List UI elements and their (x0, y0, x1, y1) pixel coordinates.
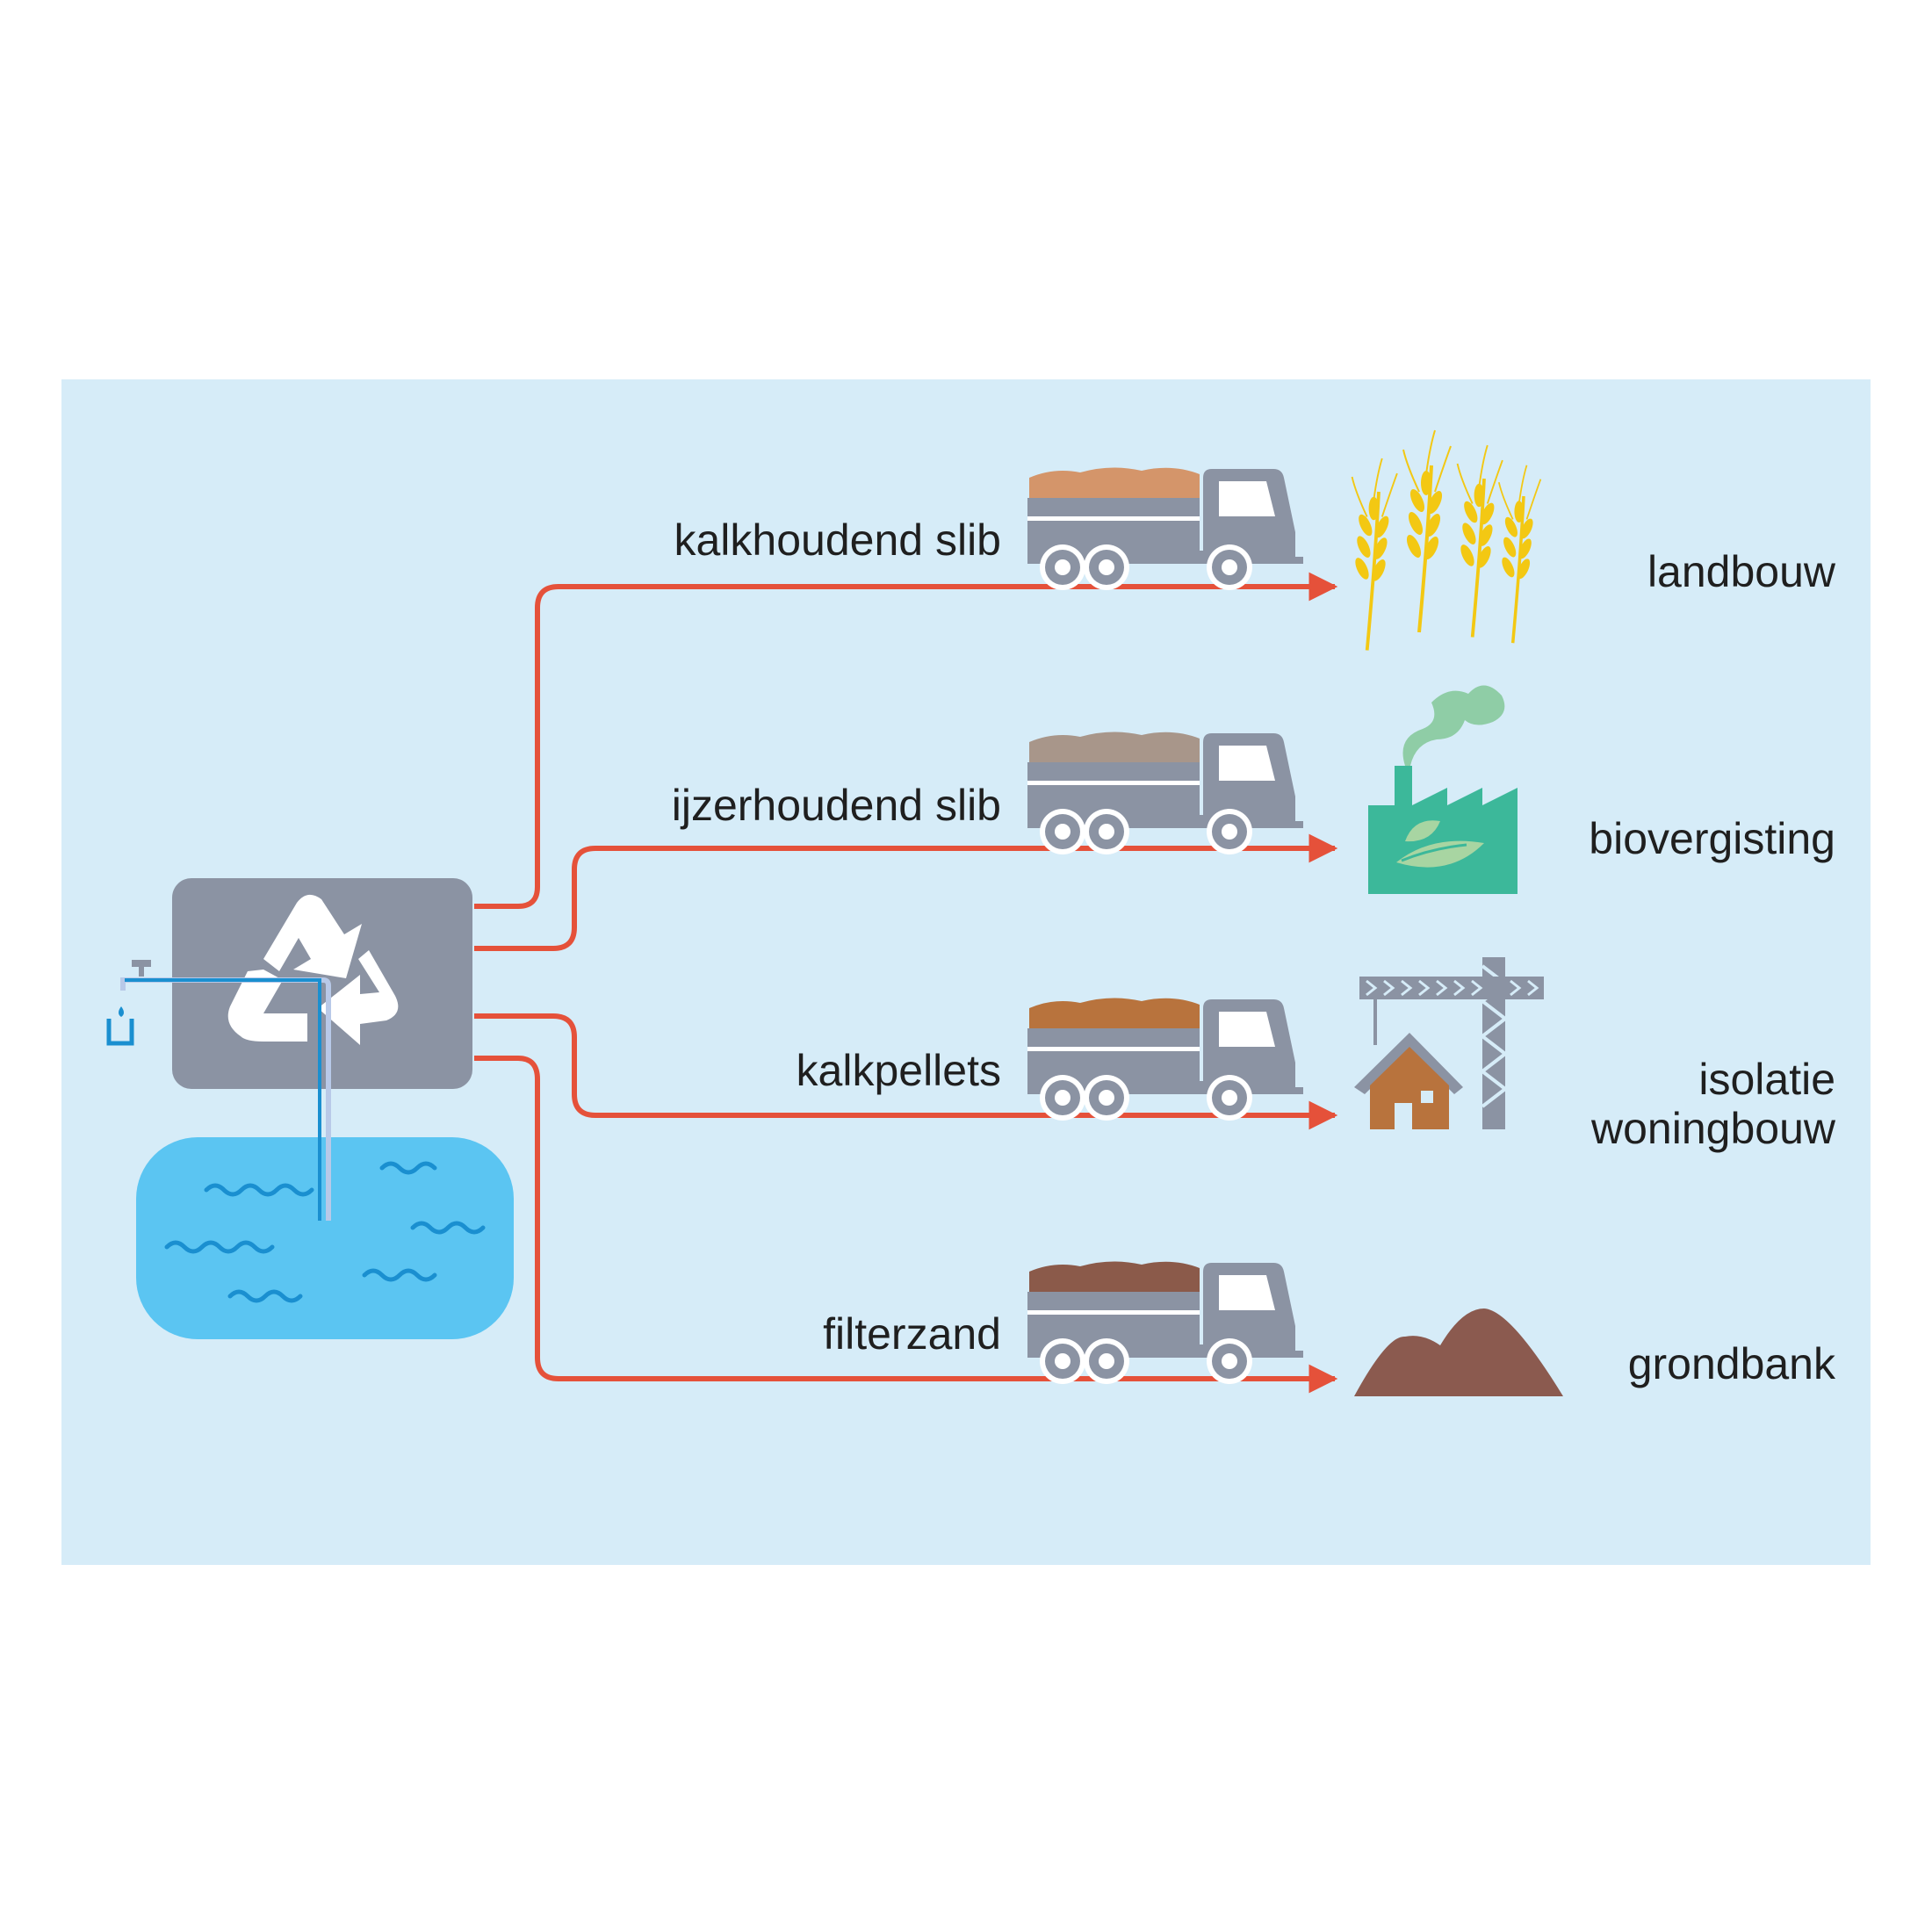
truck-kalkpellets (1027, 998, 1303, 1121)
truck-filterzand (1027, 1261, 1303, 1384)
destination-label-isolatie: isolatie (1698, 1055, 1835, 1104)
destination-label-woningbouw: woningbouw (1590, 1104, 1836, 1153)
treatment-plant (106, 878, 472, 1221)
biogas-factory-icon (1368, 685, 1517, 894)
water-reservoir-icon (136, 1137, 514, 1339)
pipes (120, 977, 331, 1221)
material-label-filterzand: filterzand (823, 1309, 1001, 1359)
flow-lines (474, 572, 1338, 1394)
destination-label-biovergisting: biovergisting (1589, 814, 1835, 863)
soil-heap-icon (1354, 1308, 1563, 1396)
material-label-kalkhoudend-slib: kalkhoudend slib (674, 515, 1002, 565)
flow-line-filterzand (474, 1056, 1338, 1394)
house-crane-icon (1354, 957, 1544, 1129)
water-tap-icon (106, 960, 151, 1046)
material-label-ijzerhoudend-slib: ijzerhoudend slib (672, 781, 1001, 830)
flow-line-ijzerhoudend-slib (474, 833, 1338, 951)
truck-ijzerhoudend-slib (1027, 732, 1303, 854)
truck-kalkhoudend-slib (1027, 467, 1303, 590)
destination-label-landbouw: landbouw (1647, 547, 1836, 596)
material-label-kalkpellets: kalkpellets (797, 1046, 1001, 1095)
flow-line-kalkhoudend-slib (474, 572, 1338, 909)
destination-label-grondbank: grondbank (1628, 1339, 1836, 1388)
recycle-icon (227, 894, 399, 1045)
flow-line-kalkpellets (474, 1013, 1338, 1130)
